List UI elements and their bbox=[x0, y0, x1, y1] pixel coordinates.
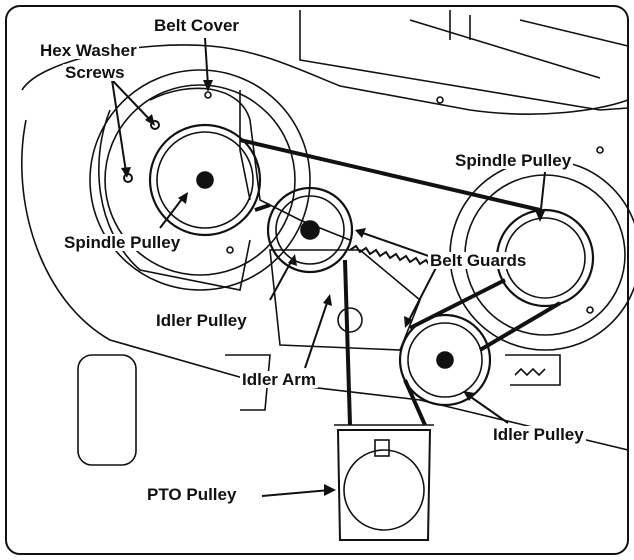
idler-arm-plate bbox=[269, 249, 421, 351]
belt-right-mid bbox=[409, 278, 506, 330]
diagram-frame bbox=[5, 5, 629, 555]
pto-pulley bbox=[336, 429, 432, 541]
label-spindle-pulley-right: Spindle Pulley bbox=[453, 151, 574, 170]
belt-cover-shape bbox=[149, 87, 351, 241]
label-idler-pulley-left: Idler Pulley bbox=[154, 311, 249, 330]
belt-pto-right bbox=[403, 379, 427, 426]
spindle-pulley-left bbox=[148, 123, 262, 237]
label-spindle-pulley-left: Spindle Pulley bbox=[62, 233, 183, 252]
idler-pulley-right bbox=[398, 313, 492, 407]
belt-top bbox=[239, 138, 541, 212]
belt-lower-left bbox=[254, 203, 271, 212]
label-belt-cover: Belt Cover bbox=[152, 16, 242, 35]
label-hex-washer: Hex Washer bbox=[38, 41, 139, 60]
left-spindle-housing bbox=[89, 69, 311, 291]
label-pto-pulley: PTO Pulley bbox=[145, 485, 239, 504]
belt-right-lower bbox=[478, 301, 562, 352]
label-belt-guards: Belt Guards bbox=[428, 251, 529, 270]
label-screws: Screws bbox=[63, 63, 127, 82]
belt-pto-left bbox=[343, 259, 352, 426]
label-idler-arm: Idler Arm bbox=[240, 370, 319, 389]
label-idler-pulley-right: Idler Pulley bbox=[491, 425, 586, 444]
gauge-wheel bbox=[77, 354, 137, 466]
deck-left-curve bbox=[20, 119, 629, 451]
idler-pulley-left bbox=[266, 186, 354, 274]
